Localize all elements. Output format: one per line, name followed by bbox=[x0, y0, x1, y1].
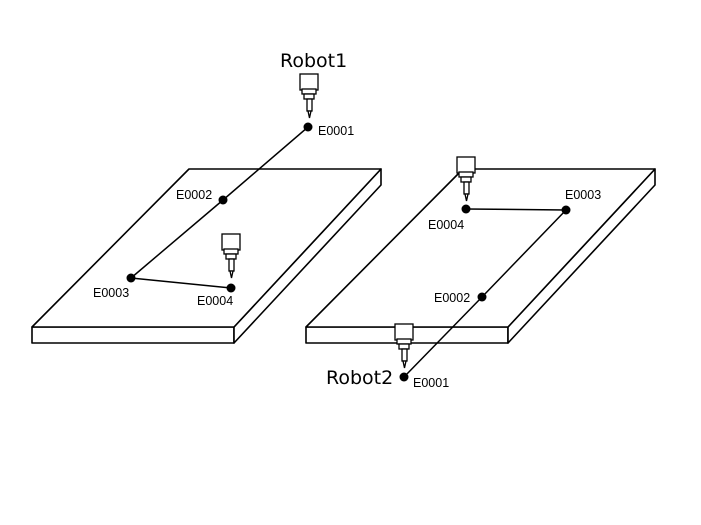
robot2-point-e0004 bbox=[461, 204, 471, 214]
robot1-point-e0002 bbox=[218, 195, 228, 205]
robot2-point-e0001 bbox=[399, 372, 409, 382]
robot2-label-e0002: E0002 bbox=[434, 291, 470, 305]
robot2-path: E0001 E0002 E0003 E0004 bbox=[399, 188, 601, 390]
robot2-label-e0003: E0003 bbox=[565, 188, 601, 202]
robot2-point-e0003 bbox=[561, 205, 571, 215]
robot1-label-e0003: E0003 bbox=[93, 286, 129, 300]
robot2-label-e0001: E0001 bbox=[413, 376, 449, 390]
robot1-point-e0003 bbox=[126, 273, 136, 283]
robot1-name: Robot1 bbox=[280, 50, 347, 72]
robot2-segment-2 bbox=[481, 209, 567, 298]
robot1-label-e0002: E0002 bbox=[176, 188, 212, 202]
robot2-point-e0002 bbox=[477, 292, 487, 302]
robot2-segment-1 bbox=[403, 296, 483, 378]
robot2-name: Robot2 bbox=[326, 367, 393, 389]
robot2-tool-icon bbox=[394, 323, 414, 369]
robot1-label-e0004: E0004 bbox=[197, 294, 233, 308]
robot1-segment-1 bbox=[222, 126, 309, 201]
robot1-point-e0001 bbox=[303, 122, 313, 132]
robot1-path: E0001 E0002 E0003 E0004 bbox=[93, 122, 354, 308]
left-plate bbox=[31, 168, 382, 344]
robot1-tool-icon bbox=[299, 73, 319, 119]
robot1-label-e0001: E0001 bbox=[318, 124, 354, 138]
robot1-segment-2 bbox=[130, 199, 224, 279]
robot2-segment-3 bbox=[465, 208, 567, 211]
robot2-label-e0004: E0004 bbox=[428, 218, 464, 232]
robot1-point-e0004 bbox=[226, 283, 236, 293]
robot1-segment-3 bbox=[130, 277, 232, 289]
